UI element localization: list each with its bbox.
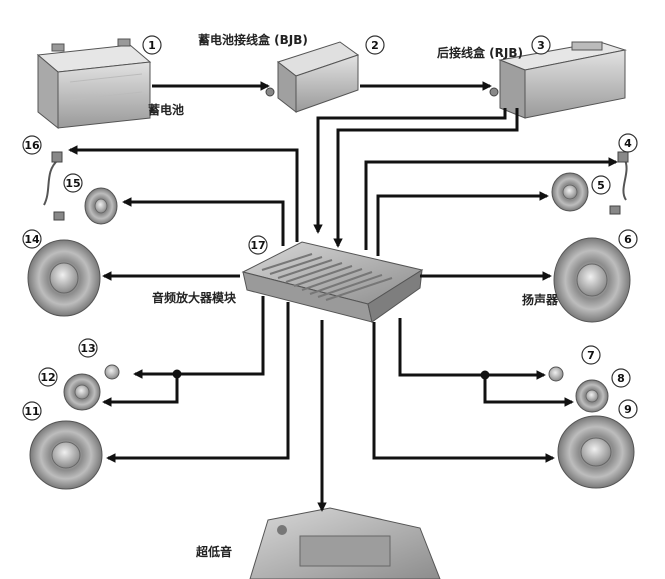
callout-1: 1 <box>142 35 162 55</box>
callout-6: 6 <box>618 229 638 249</box>
callout-8: 8 <box>611 368 631 388</box>
svg-text:3: 3 <box>537 39 545 52</box>
subwoofer-label: 超低音 <box>195 544 232 559</box>
rjb-junction-box <box>489 41 627 119</box>
subwoofer-device <box>249 507 441 579</box>
bjb-label: 蓄电池接线盒 (BJB) <box>198 32 308 47</box>
speaker-12 <box>63 373 101 411</box>
svg-text:8: 8 <box>617 372 625 385</box>
svg-text:15: 15 <box>65 177 80 190</box>
speaker-9 <box>557 415 635 489</box>
callout-11: 11 <box>22 401 42 421</box>
svg-text:6: 6 <box>624 233 632 246</box>
svg-text:4: 4 <box>624 137 632 150</box>
callout-2: 2 <box>365 35 385 55</box>
connection-wires <box>68 81 618 512</box>
speaker-15 <box>84 187 118 225</box>
svg-text:7: 7 <box>587 349 595 362</box>
callout-9: 9 <box>618 399 638 419</box>
tweeter-7 <box>548 366 564 382</box>
tweeter-13 <box>104 364 120 380</box>
callout-12: 12 <box>38 367 58 387</box>
harness-16 <box>43 151 65 221</box>
callout-5: 5 <box>591 175 611 195</box>
harness-4 <box>609 151 629 215</box>
svg-text:11: 11 <box>24 405 39 418</box>
svg-text:13: 13 <box>80 342 95 355</box>
svg-text:12: 12 <box>40 371 55 384</box>
callout-13: 13 <box>78 338 98 358</box>
battery-device <box>36 38 152 130</box>
speaker-11 <box>29 420 103 490</box>
callout-16: 16 <box>22 135 42 155</box>
rjb-label: 后接线盒 (RJB) <box>437 45 523 60</box>
callout-4: 4 <box>618 133 638 153</box>
amplifier-label: 音频放大器模块 <box>152 290 237 305</box>
svg-text:17: 17 <box>250 239 265 252</box>
callout-7: 7 <box>581 345 601 365</box>
callout-17: 17 <box>248 235 268 255</box>
speaker-14 <box>27 239 101 317</box>
callout-3: 3 <box>531 35 551 55</box>
speaker-6 <box>553 237 631 323</box>
svg-text:1: 1 <box>148 39 156 52</box>
svg-text:16: 16 <box>24 139 40 152</box>
callout-15: 15 <box>63 173 83 193</box>
svg-text:14: 14 <box>24 233 40 246</box>
svg-text:2: 2 <box>371 39 379 52</box>
callout-14: 14 <box>22 229 42 249</box>
audio-amplifier-module <box>241 241 424 323</box>
svg-text:9: 9 <box>624 403 632 416</box>
speaker-label: 扬声器 <box>522 292 559 307</box>
speaker-5 <box>551 172 589 212</box>
speaker-8 <box>575 379 609 413</box>
battery-label: 蓄电池 <box>148 102 184 117</box>
svg-text:5: 5 <box>597 179 605 192</box>
bjb-junction-box <box>265 41 360 114</box>
